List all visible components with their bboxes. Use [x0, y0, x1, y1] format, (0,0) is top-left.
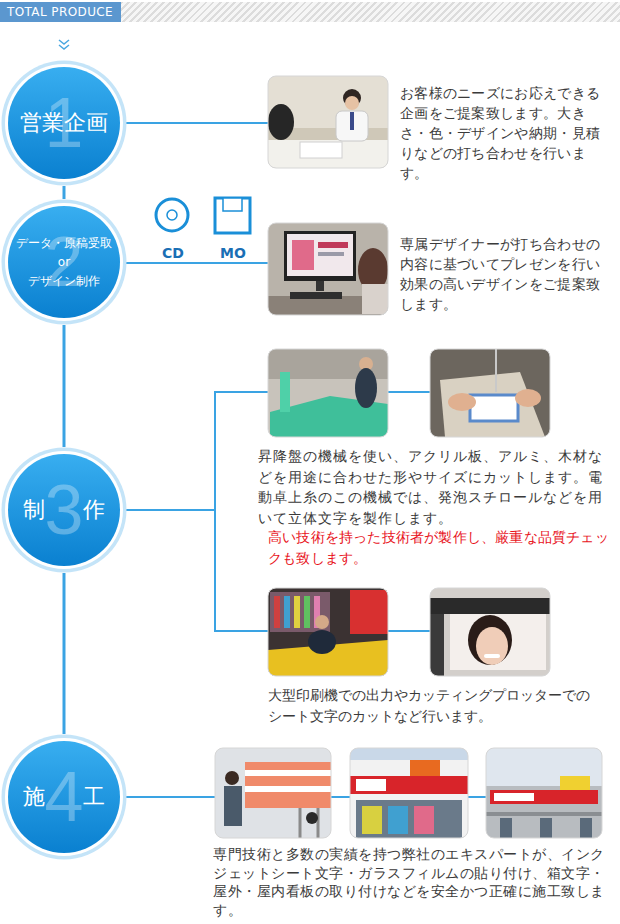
step-circle: 制 作3: [1, 447, 127, 573]
connector: [63, 186, 66, 199]
text-holder: データ・原稿受取 or デザイン制作: [1, 199, 127, 325]
step-circle: 施 工4: [1, 734, 127, 860]
circle-ring: [5, 451, 123, 569]
step-label: 制 作: [23, 497, 106, 523]
step-description: お客様のニーズにお応えできる企画をご提案致します。大きさ・色・デザインや納期・見…: [400, 83, 606, 183]
circle-halo: [2, 61, 127, 186]
step-label: 営業企画: [20, 110, 108, 136]
step-description: 昇降盤の機械を使い、アクリル板、アルミ、木材などを用途に合わせた形やサイズにカッ…: [258, 446, 610, 528]
diagram-title: TOTAL PRODUCE: [7, 2, 113, 22]
step-circle: 営業企画1: [1, 60, 127, 186]
step-circle: データ・原稿受取 or デザイン制作2: [1, 199, 127, 325]
photo-meeting: [268, 76, 388, 168]
circle-fill: [8, 741, 120, 853]
step-label: 施 工: [23, 784, 106, 810]
photo-building: [486, 748, 602, 838]
photo-workshop: [268, 349, 388, 437]
media-label: CD: [154, 244, 192, 262]
title-tab: TOTAL PRODUCE: [0, 2, 121, 22]
circle-ring: [5, 203, 123, 321]
step-description: 大型印刷機での出力やカッティングプロッターでのシート文字のカットなど行います。: [268, 685, 603, 727]
mo-icon: [215, 198, 250, 233]
text-holder: 営業企画: [1, 60, 127, 186]
circle-halo: [2, 448, 127, 573]
circle-fill: [8, 206, 120, 318]
step-description: 専門技術と多数の実績を持つ弊社のエキスパートが、インクジェットシート文字・ガラス…: [213, 845, 613, 919]
connector: [63, 573, 66, 734]
photo-printer: [430, 588, 550, 676]
circle-ring: [5, 64, 123, 182]
photo-hands: [430, 349, 550, 437]
media-label: MO: [213, 244, 253, 262]
connector: [63, 325, 66, 447]
photo-shopfront: [350, 748, 468, 838]
photo-designer: [268, 223, 388, 315]
step-label: データ・原稿受取 or デザイン制作: [14, 234, 114, 291]
circle-fill: [8, 454, 120, 566]
circle-halo: [2, 200, 127, 325]
circle-fill: [8, 67, 120, 179]
photo-install: [215, 748, 331, 838]
step-description: 専属デザイナーが打ち合わせの内容に基づいてプレゼンを行い効果の高いデザインをご提…: [400, 234, 606, 314]
text-holder: 施 工: [1, 734, 127, 860]
chevron: [59, 40, 69, 49]
cd-icon: [156, 199, 188, 231]
photo-plotter: [268, 588, 388, 676]
circle-halo: [2, 735, 127, 860]
circle-ring: [5, 738, 123, 856]
quality-note: 高い技術を持った技術者が製作し、厳重な品質チェックも致します。: [268, 527, 613, 569]
text-holder: 制 作: [1, 447, 127, 573]
